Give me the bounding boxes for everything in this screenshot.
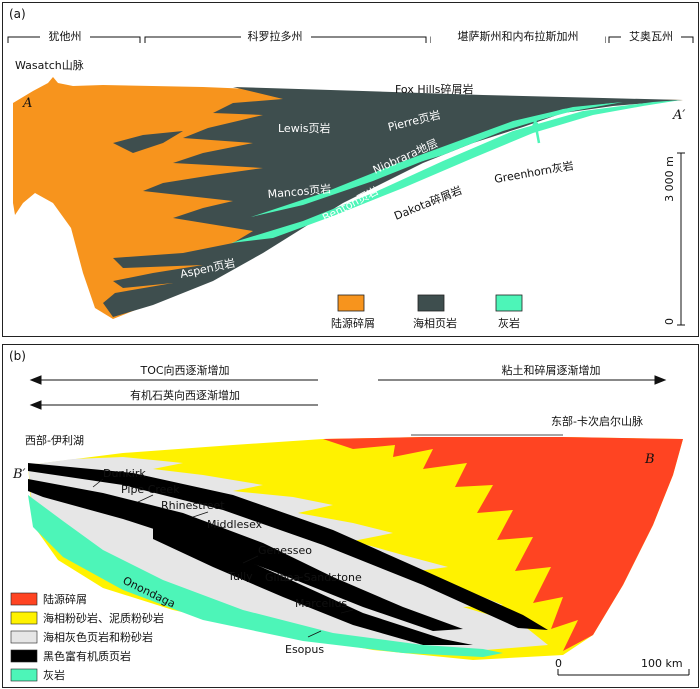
legend-b-gray-shale: 海相灰色页岩和粉砂岩 bbox=[43, 630, 153, 644]
state-iowa: 艾奥瓦州 bbox=[629, 29, 673, 43]
legend-b: 陆源碎屑 海相粉砂岩、泥质粉砂岩 海相灰色页岩和粉砂岩 黑色富有机质页岩 灰岩 bbox=[10, 592, 164, 682]
legend-b-swatch-limestone bbox=[10, 668, 38, 682]
legend-a-swatch-limestone bbox=[495, 294, 523, 312]
west-label: 西部-伊利湖 bbox=[25, 433, 84, 447]
legend-a-clastic: 陆源碎屑 bbox=[331, 316, 375, 330]
label-fox-hills: Fox Hills碎屑岩 bbox=[395, 82, 474, 96]
label-esopus: Esopus bbox=[285, 643, 324, 656]
limestone-band-3 bbox=[383, 103, 613, 173]
legend-b-siltstone: 海相粉砂岩、泥质粉砂岩 bbox=[43, 611, 164, 625]
legend-a-swatch-shale bbox=[417, 294, 445, 312]
point-b-prime: B′ bbox=[12, 467, 26, 482]
label-dakota: Dakota碎屑岩 bbox=[392, 183, 464, 223]
label-dunkirk: Dunkirk bbox=[103, 467, 146, 480]
scale-100km: 100 km bbox=[641, 657, 683, 670]
panel-a: (a) 犹他州 科罗拉多州 堪萨斯州和内布拉斯加州 艾奥瓦州 Wasatch山脉… bbox=[2, 2, 699, 337]
label-greenhorn: Greenhorn灰岩 bbox=[493, 158, 575, 186]
trend-arrows bbox=[29, 375, 667, 410]
legend-a: 陆源碎屑 海相页岩 灰岩 bbox=[331, 294, 523, 330]
arrow-clay: 粘土和碎屑逐渐增加 bbox=[502, 363, 601, 377]
scale-zero-km: 0 bbox=[555, 657, 562, 670]
greenhorn-arrow bbox=[530, 119, 542, 144]
label-genesseo: Genesseo bbox=[258, 544, 312, 557]
legend-b-black-shale: 黑色富有机质页岩 bbox=[43, 649, 131, 663]
state-utah: 犹他州 bbox=[49, 30, 82, 43]
limestone-band-2 bbox=[251, 102, 623, 217]
red-clastic-wedge bbox=[323, 437, 683, 651]
legend-b-swatch-siltstone bbox=[10, 611, 38, 625]
limestone-band-1 bbox=[231, 100, 681, 243]
panel-b-tag: (b) bbox=[9, 349, 26, 363]
panel-b: (b) TOC向西逐渐增加 有机石英向西逐渐增加 粘土和碎屑逐渐增加 西部-伊利… bbox=[2, 344, 699, 688]
panel-b-diagram: (b) TOC向西逐渐增加 有机石英向西逐渐增加 粘土和碎屑逐渐增加 西部-伊利… bbox=[9, 349, 690, 682]
gray-shale-body bbox=[28, 457, 548, 651]
marine-shale-body bbox=[103, 87, 683, 317]
label-rhinestreet: Rhinestreet bbox=[161, 499, 225, 512]
legend-b-limestone: 灰岩 bbox=[43, 668, 65, 682]
horizontal-scale bbox=[557, 669, 690, 676]
limestone-base bbox=[28, 495, 503, 657]
state-kansas-nebraska: 堪萨斯州和内布拉斯加州 bbox=[458, 29, 579, 43]
east-label: 东部-卡次启尔山脉 bbox=[551, 414, 643, 428]
vertical-scale bbox=[677, 152, 685, 326]
scale-zero: 0 bbox=[663, 318, 676, 325]
wasatch-label: Wasatch山脉 bbox=[15, 58, 84, 72]
point-a: A bbox=[22, 96, 32, 111]
panel-a-diagram: (a) 犹他州 科罗拉多州 堪萨斯州和内布拉斯加州 艾奥瓦州 Wasatch山脉… bbox=[7, 7, 694, 330]
scale-3000m: 3 000 m bbox=[663, 156, 676, 202]
label-marcellus: Marcellus bbox=[295, 597, 347, 610]
shale-tongue-upper bbox=[113, 131, 183, 153]
black-shale-bands bbox=[28, 463, 548, 645]
label-lewis: Lewis页岩 bbox=[278, 121, 331, 135]
label-middlesex: Middlesex bbox=[207, 518, 263, 531]
legend-b-clastic: 陆源碎屑 bbox=[43, 592, 87, 606]
legend-a-shale: 海相页岩 bbox=[413, 316, 457, 330]
label-mancos: Mancos页岩 bbox=[267, 181, 332, 201]
point-b: B bbox=[644, 452, 655, 467]
arrow-organic-quartz: 有机石英向西逐渐增加 bbox=[130, 388, 240, 402]
state-colorado: 科罗拉多州 bbox=[248, 29, 303, 43]
label-pipe-creek: Pipe Creek bbox=[121, 483, 180, 496]
label-gilboa: Gilboa Sandstone bbox=[265, 571, 362, 584]
legend-b-swatch-gray-shale bbox=[10, 630, 38, 644]
legend-a-swatch-clastic bbox=[337, 294, 365, 312]
legend-b-swatch-black-shale bbox=[10, 649, 38, 663]
legend-b-swatch-clastic bbox=[10, 592, 38, 606]
legend-a-limestone: 灰岩 bbox=[498, 316, 520, 330]
point-a-prime: A′ bbox=[672, 108, 685, 123]
leader-lines bbox=[92, 478, 354, 638]
panel-a-tag: (a) bbox=[9, 7, 26, 21]
label-tully: Tully bbox=[227, 570, 253, 583]
arrow-toc: TOC向西逐渐增加 bbox=[139, 363, 229, 377]
